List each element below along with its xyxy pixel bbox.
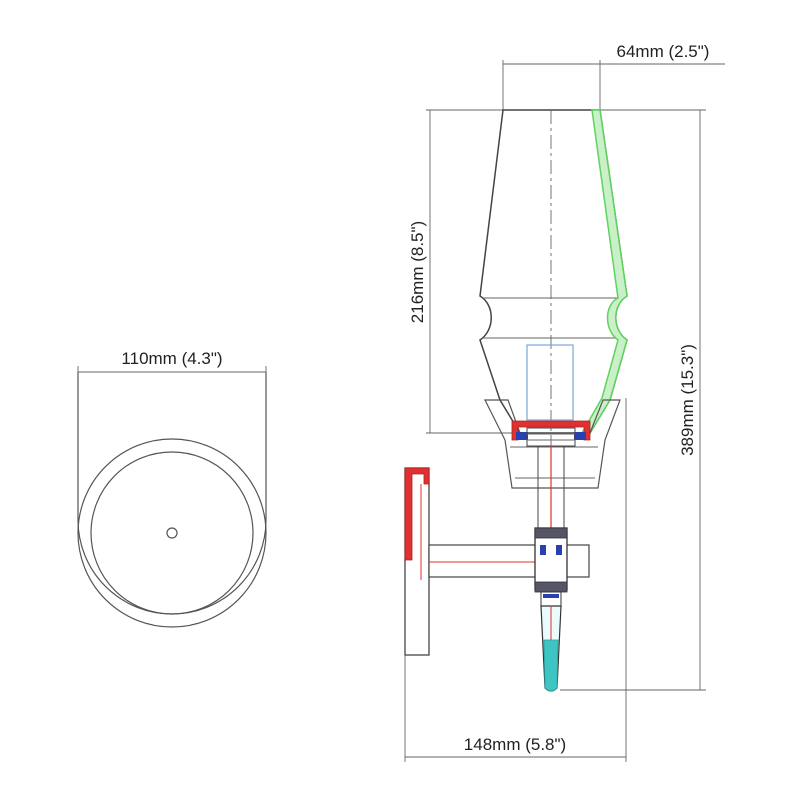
total-height-label: 389mm (15.3") — [678, 344, 697, 456]
front-outer-profile — [77, 372, 267, 615]
socket-blue-left — [516, 432, 528, 440]
shade-height-label: 216mm (8.5") — [408, 221, 427, 323]
coupling-blue-mark — [540, 545, 546, 555]
lower-neck-dark — [543, 594, 559, 598]
side-view: 64mm (2.5") 216mm (8.5") 389mm (15.3") 1… — [404, 42, 725, 762]
shade-section-hatch — [580, 109, 628, 434]
socket-fitting-red — [511, 420, 591, 441]
front-outer-circle — [77, 438, 267, 628]
front-view: 110mm (4.3") — [77, 349, 267, 628]
front-inner-circle — [90, 451, 254, 615]
wall-plate-red-section — [404, 467, 430, 561]
front-center-hole — [166, 527, 178, 539]
coupling-dark-lower — [534, 581, 568, 593]
depth-label: 148mm (5.8") — [464, 735, 566, 754]
top-width-label: 64mm (2.5") — [617, 42, 710, 61]
finial-tip-cyan — [543, 639, 559, 692]
coupling-dark-upper — [534, 527, 568, 539]
coupling-blue-mark-2 — [556, 545, 562, 555]
bulb-outline — [526, 344, 574, 421]
front-width-label: 110mm (4.3") — [121, 349, 222, 368]
socket-blue-right — [574, 432, 586, 440]
